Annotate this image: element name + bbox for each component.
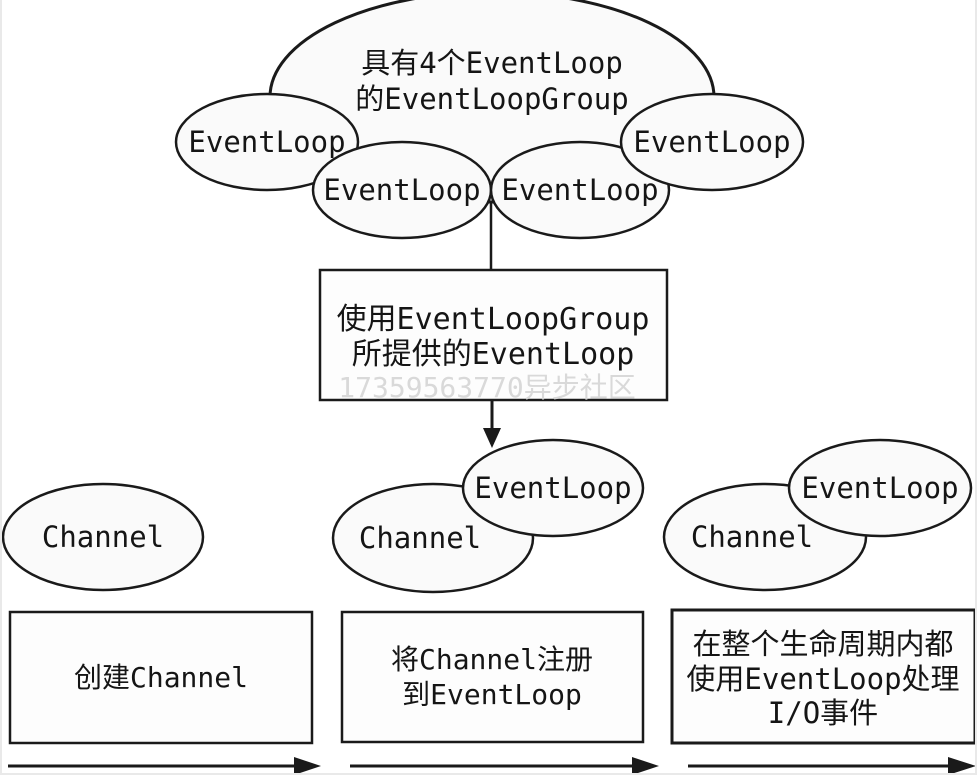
stage1-timeline-arrow-head (294, 757, 321, 775)
stage2-eventloop-ellipse (461, 438, 645, 538)
instruction-box (318, 268, 669, 402)
stage3-box-line3: I/O事件 (768, 696, 878, 730)
eventloop-label-2: EventLoop (323, 173, 480, 207)
stage3-box-line2: 使用EventLoop处理 (686, 662, 959, 696)
box-to-eventloop-arrow-head (483, 428, 501, 448)
stage1-box-line1: 创建Channel (74, 661, 248, 694)
stage2-box-line2: 到EventLoop (402, 678, 582, 711)
eventloop-label-1: EventLoop (188, 125, 345, 159)
stage3-box-line1: 在整个生命周期内都 (692, 627, 953, 661)
instruction-line2: 所提供的EventLoop (352, 337, 635, 372)
stage3-timeline-arrow-head (948, 757, 976, 775)
stage3-box (670, 608, 977, 745)
stage2-box (340, 610, 645, 744)
stage3-eventloop-label: EventLoop (801, 471, 958, 505)
eventloop-label-3: EventLoop (501, 173, 658, 207)
stage2-timeline-arrow-head (632, 757, 659, 775)
eventloopgroup-label-line2: 的EventLoopGroup (355, 82, 628, 116)
instruction-line1: 使用EventLoopGroup (337, 302, 650, 337)
eventloopgroup-label-line1: 具有4个EventLoop (361, 46, 623, 80)
stage1-box (8, 610, 314, 745)
stage3-channel-label: Channel (691, 520, 813, 554)
stage2-channel-label: Channel (359, 521, 481, 555)
stage1-channel-ellipse (1, 482, 205, 592)
stage1-channel-label: Channel (42, 520, 164, 554)
eventloop-label-4: EventLoop (633, 125, 790, 159)
watermark-text: 17359563770异步社区 (338, 371, 635, 404)
stage2-box-line1: 将Channel注册 (391, 643, 593, 676)
eventloop-ellipse-4 (619, 92, 805, 192)
eventloop-ellipse-3 (489, 140, 671, 240)
stage2-eventloop-label: EventLoop (474, 471, 631, 505)
stage3-eventloop-ellipse (787, 438, 973, 538)
eventloop-ellipse-1 (174, 92, 360, 192)
